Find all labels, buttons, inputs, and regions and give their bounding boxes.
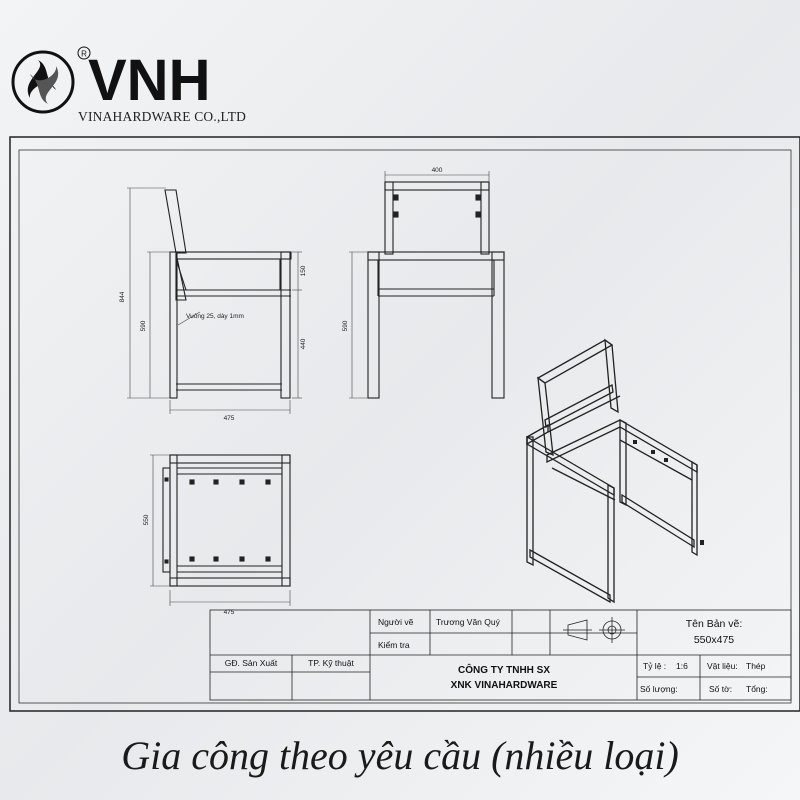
projection-symbol-icon bbox=[563, 617, 625, 643]
inner-frame bbox=[18, 149, 792, 704]
top-view bbox=[162, 454, 291, 587]
total-label: Tổng: bbox=[746, 684, 768, 694]
dim-top-depth: 550 bbox=[143, 514, 150, 525]
isometric-view bbox=[526, 338, 704, 604]
vnh-logo-mark: R VNH bbox=[11, 46, 210, 114]
drawing-name-label: Tên Bản vẽ: bbox=[686, 618, 743, 630]
front-view bbox=[367, 181, 505, 399]
material-value: Thép bbox=[746, 661, 766, 671]
registered-mark: R bbox=[81, 50, 87, 59]
quantity-label: Số lượng: bbox=[640, 684, 678, 694]
drawn-by-label: Người vẽ bbox=[378, 617, 414, 627]
top-view-dimensions bbox=[150, 454, 291, 606]
company-subtitle: VINAHARDWARE CO.,LTD bbox=[78, 109, 247, 124]
company-line-1: CÔNG TY TNHH SX bbox=[458, 663, 550, 676]
production-director-label: GĐ. Sản Xuất bbox=[225, 658, 278, 668]
dim-total-height: 844 bbox=[119, 291, 126, 302]
title-block bbox=[209, 609, 792, 701]
sheet-label: Số tờ: bbox=[709, 684, 732, 694]
material-note: Vuông 25, dày 1mm bbox=[186, 313, 244, 320]
dim-side-depth: 475 bbox=[224, 415, 235, 422]
outer-frame bbox=[9, 136, 800, 712]
dim-armrest: 150 bbox=[300, 265, 307, 276]
caption: Gia công theo yêu cầu (nhiều loại) bbox=[121, 733, 679, 778]
drawn-by-name: Trương Văn Quý bbox=[436, 617, 501, 627]
drawing-name-value: 550x475 bbox=[694, 634, 734, 646]
scale-label: Tỷ lệ : bbox=[643, 661, 666, 671]
company-line-2: XNK VINAHARDWARE bbox=[451, 680, 558, 691]
dim-lower: 440 bbox=[300, 338, 307, 349]
dim-front-width: 400 bbox=[432, 167, 443, 174]
checked-label: Kiểm tra bbox=[378, 640, 410, 650]
dim-top-width: 475 bbox=[224, 609, 235, 616]
side-view-dimensions bbox=[127, 187, 302, 414]
brand-name: VNH bbox=[88, 48, 210, 113]
material-label: Vật liệu: bbox=[707, 661, 738, 671]
front-view-dimensions bbox=[349, 171, 490, 399]
dim-seat-height: 590 bbox=[140, 320, 147, 331]
dim-front-seat-height: 590 bbox=[342, 320, 349, 331]
technical-head-label: TP. Kỹ thuật bbox=[308, 658, 354, 668]
scale-value: 1:6 bbox=[676, 661, 688, 671]
side-view bbox=[164, 189, 292, 399]
